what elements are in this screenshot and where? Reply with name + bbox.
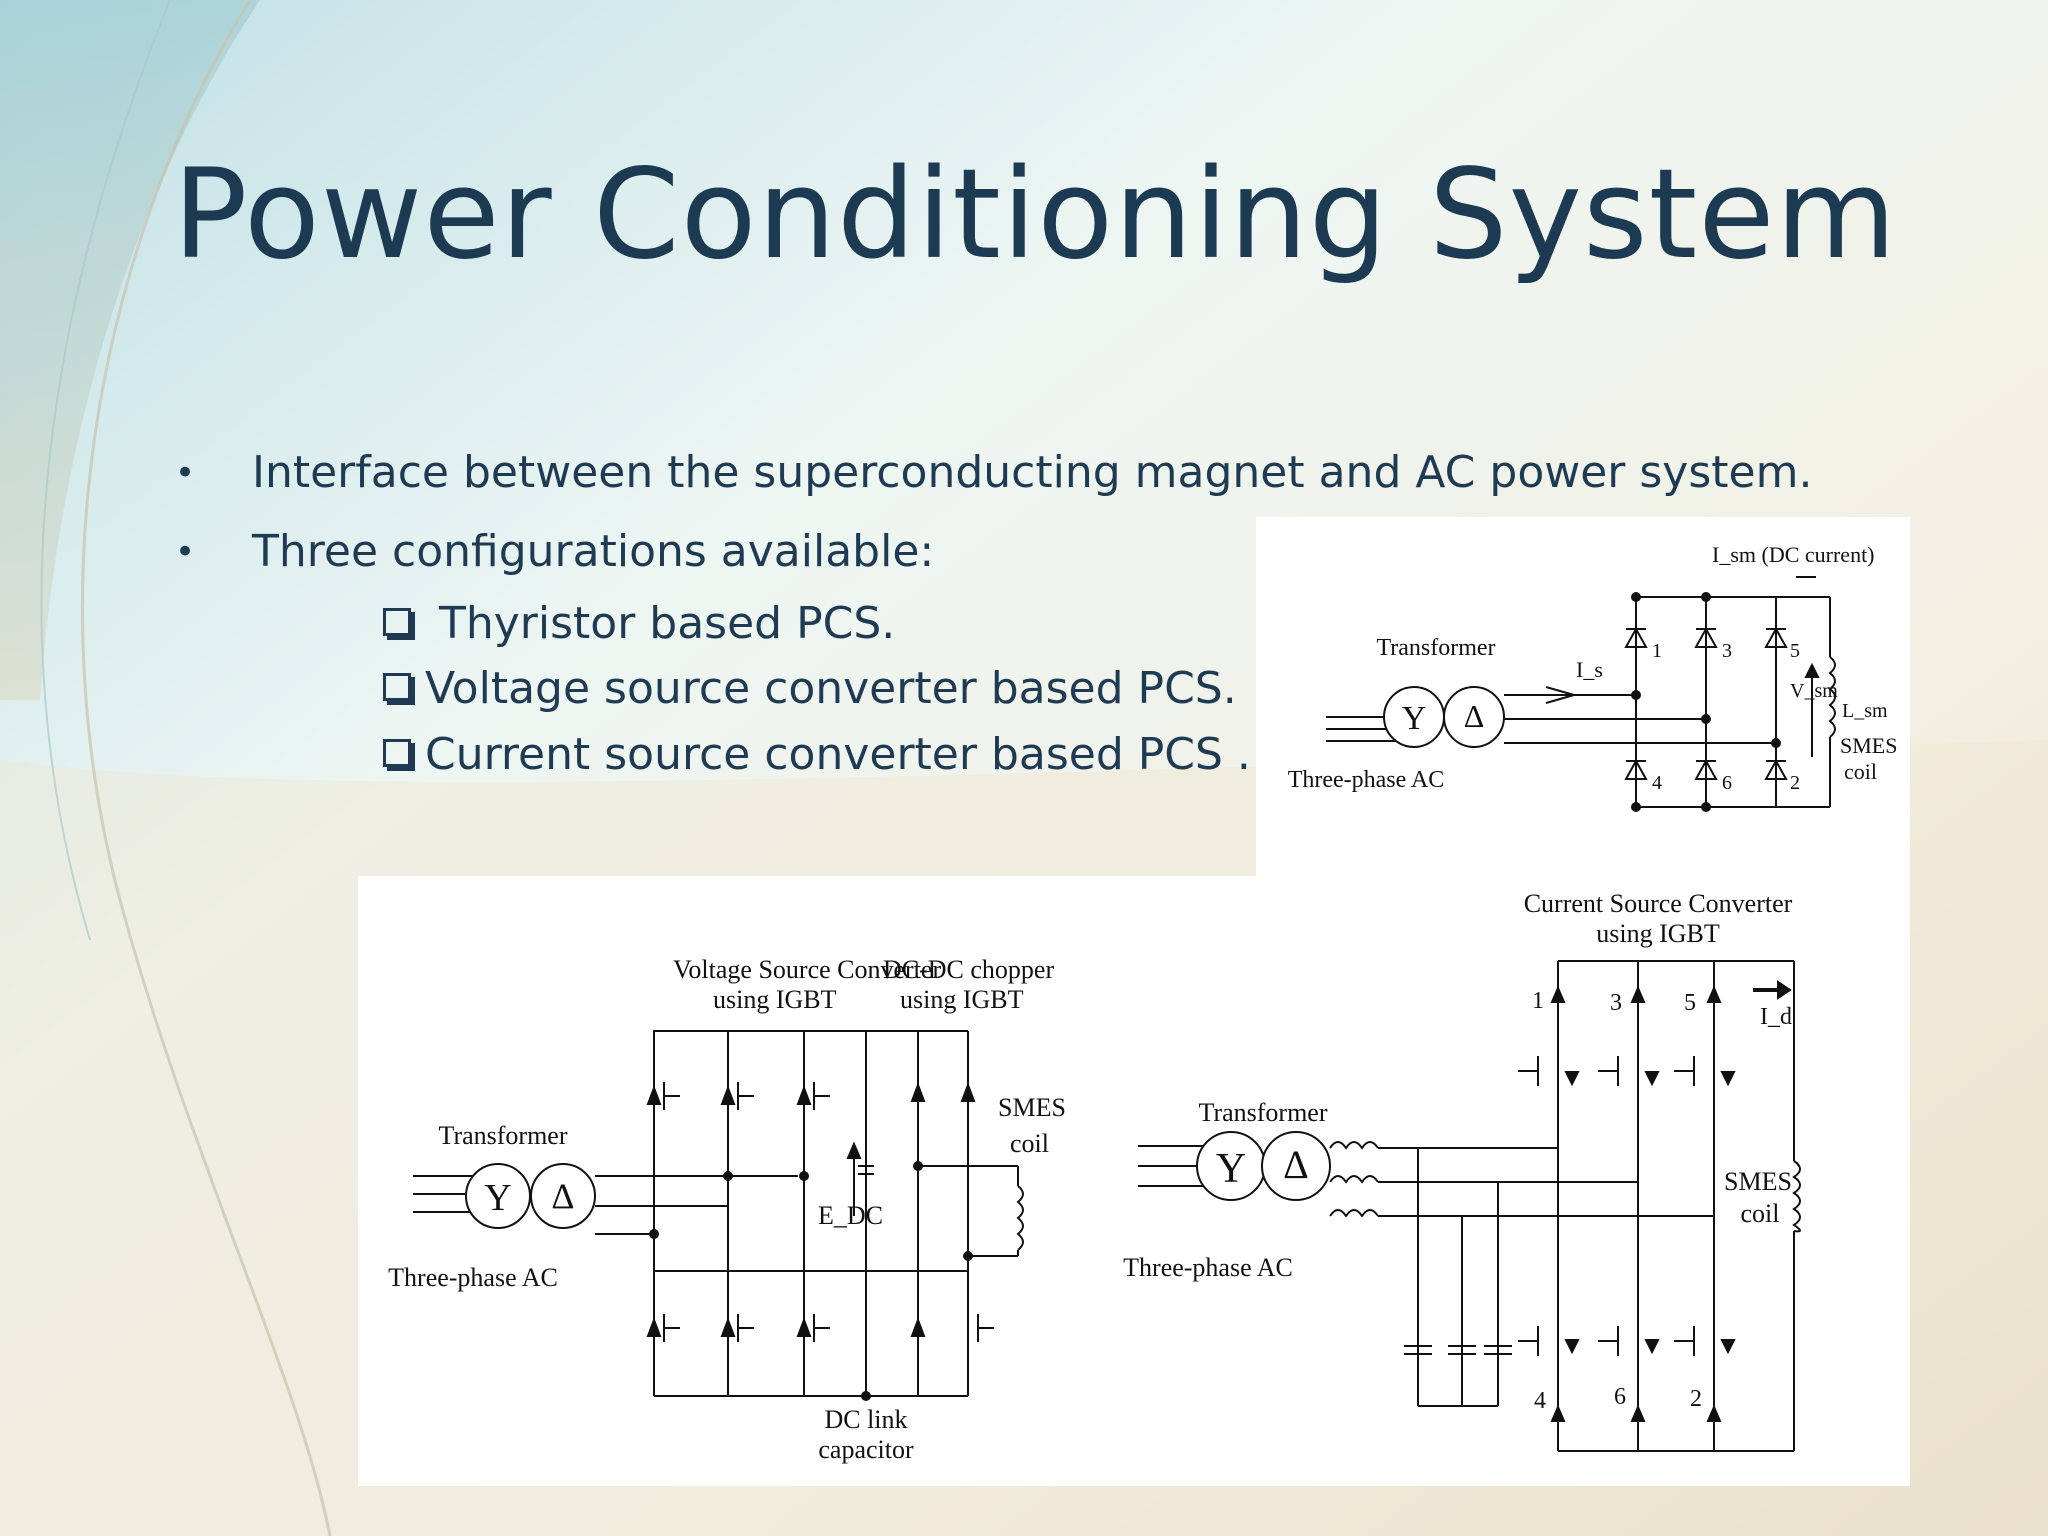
dc-current-label: I_sm (DC current)	[1712, 542, 1875, 567]
vsc-source-label: Three-phase AC	[388, 1263, 558, 1292]
thyristor-switches	[1624, 626, 1788, 780]
svg-text:Y: Y	[1402, 700, 1427, 737]
svg-text:Y: Y	[1216, 1146, 1246, 1192]
coil-label: coil	[1844, 759, 1877, 784]
svg-text:1: 1	[1532, 988, 1544, 1014]
sub-bullet-item: Voltage source converter based PCS.	[383, 661, 1237, 717]
dc-link-capacitor-label: capacitor	[818, 1435, 914, 1464]
slide-title: Power Conditioning System	[172, 143, 1898, 287]
bullet-dot-icon: •	[175, 532, 196, 572]
csc-transformer-label: Transformer	[1198, 1098, 1327, 1127]
svg-text:Δ: Δ	[551, 1176, 574, 1216]
svg-text:Δ: Δ	[1464, 698, 1485, 734]
sub-bullet-text: Thyristor based PCS.	[425, 598, 896, 649]
csc-source-label: Three-phase AC	[1123, 1253, 1293, 1282]
line-current-label: I_s	[1576, 657, 1603, 682]
vsc-subtitle: using IGBT	[713, 985, 837, 1014]
svg-text:6: 6	[1614, 1384, 1626, 1410]
chopper-subtitle: using IGBT	[900, 985, 1024, 1014]
source-label: Three-phase AC	[1288, 767, 1445, 793]
svg-text:6: 6	[1722, 772, 1732, 794]
csc-current-label: I_d	[1760, 1004, 1792, 1030]
vsc-csc-diagram-panel: Y Δ Transformer Three-phase AC E_DC	[358, 876, 1910, 1486]
svg-text:3: 3	[1610, 990, 1622, 1016]
converter-circuits: Y Δ Transformer Three-phase AC E_DC	[388, 889, 1801, 1464]
svg-text:5: 5	[1684, 990, 1696, 1016]
checkbox-bullet-icon	[383, 673, 411, 701]
checkbox-bullet-icon	[383, 739, 411, 767]
transformer-label: Transformer	[1376, 635, 1495, 661]
svg-text:4: 4	[1652, 772, 1662, 794]
inductance-label: L_sm	[1842, 700, 1888, 722]
csc-smes-coil-icon	[1792, 1160, 1801, 1233]
sub-bullet-item: Current source converter based PCS .	[383, 727, 1251, 783]
csc-smes-label: SMES	[1724, 1167, 1792, 1196]
bullet-dot-icon: •	[175, 453, 196, 493]
csc-igbt-switches	[1518, 985, 1736, 1422]
transformer-delta-winding	[1443, 686, 1505, 748]
sub-bullet-text: Voltage source converter based PCS.	[425, 663, 1237, 714]
vsc-smes-coil-icon	[1016, 1185, 1024, 1251]
vsc-coil-label: coil	[1010, 1129, 1049, 1158]
dc-link-label: DC link	[824, 1405, 907, 1434]
svg-text:Y: Y	[484, 1177, 511, 1219]
vsc-circuit: Y Δ Transformer Three-phase AC E_DC	[388, 955, 1066, 1464]
sub-bullet-item: Thyristor based PCS.	[383, 596, 895, 652]
svg-text:4: 4	[1534, 1388, 1546, 1414]
vsc-title: Voltage Source Converter	[673, 955, 941, 984]
csc-title: Current Source Converter	[1524, 889, 1793, 918]
vsc-igbt-switches	[646, 1082, 994, 1342]
svg-text:3: 3	[1722, 640, 1732, 662]
voltage-label: V_sm	[1790, 680, 1838, 702]
svg-text:2: 2	[1790, 772, 1800, 794]
chopper-title: DC-DC chopper	[883, 955, 1054, 984]
vsc-smes-label: SMES	[998, 1093, 1066, 1122]
smes-coil-icon	[1828, 656, 1836, 738]
checkbox-bullet-icon	[383, 608, 411, 636]
svg-text:2: 2	[1690, 1386, 1702, 1412]
csc-line-inductor-icon	[1329, 1141, 1379, 1150]
vsc-transformer-label: Transformer	[438, 1121, 567, 1150]
thyristor-circuit: Y Δ Transformer Three-phase AC I_s 1 3 5…	[1288, 542, 1897, 812]
svg-text:1: 1	[1652, 640, 1662, 662]
sub-bullet-text: Current source converter based PCS .	[425, 729, 1251, 780]
thyristor-pcs-diagram: Y Δ Transformer Three-phase AC I_s 1 3 5…	[1256, 517, 1910, 877]
csc-circuit: Y Δ Transformer Three-phase AC Cu	[1123, 889, 1801, 1452]
svg-text:Δ: Δ	[1283, 1142, 1309, 1187]
smes-label: SMES	[1840, 733, 1897, 758]
csc-subtitle: using IGBT	[1596, 919, 1720, 948]
bullet-text: Three configurations available:	[252, 526, 935, 577]
edc-label: E_DC	[818, 1201, 883, 1230]
svg-text:5: 5	[1790, 640, 1800, 662]
csc-coil-label: coil	[1741, 1199, 1780, 1228]
bullet-text: Interface between the superconducting ma…	[252, 447, 1813, 498]
